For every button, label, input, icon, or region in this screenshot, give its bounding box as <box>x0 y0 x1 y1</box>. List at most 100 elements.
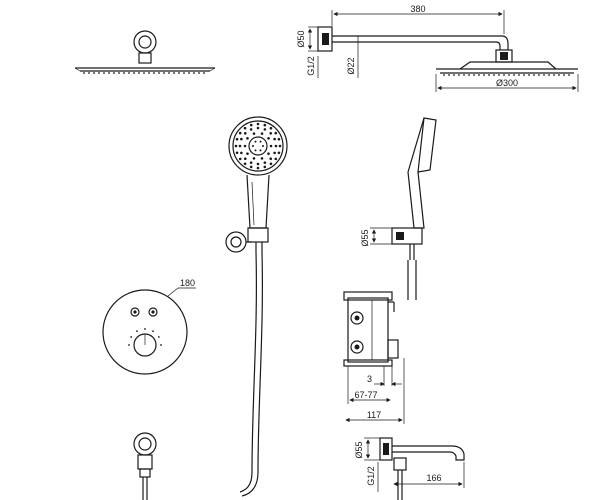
nozzle-dot <box>128 72 130 74</box>
nozzle-dot <box>468 74 470 76</box>
nozzle-dot <box>88 72 90 74</box>
nozzle-dot <box>178 72 180 74</box>
nozzle-dot <box>168 72 170 74</box>
nozzle-dot <box>252 145 254 147</box>
nozzle-dot <box>563 74 565 76</box>
dim-cover-gap: 3 <box>367 374 372 384</box>
nozzle-dot <box>548 74 550 76</box>
nozzle-dot <box>528 74 530 76</box>
nozzle-dot <box>93 72 95 74</box>
concealed-valve-body: 3 67-77 117 <box>343 291 405 424</box>
nozzle-dot <box>148 72 150 74</box>
nozzle-dot <box>243 131 247 135</box>
nozzle-dot <box>249 165 253 169</box>
nozzle-dot <box>269 131 273 135</box>
nozzle-dot <box>158 72 160 74</box>
nozzle-dot <box>256 126 260 130</box>
nozzle-dot <box>269 126 273 130</box>
nozzle-dot <box>478 74 480 76</box>
nozzle-dot <box>138 72 140 74</box>
nozzle-dot <box>234 144 238 148</box>
nozzle-dot <box>238 131 242 135</box>
nozzle-dot <box>274 144 278 148</box>
nozzle-dot <box>193 72 195 74</box>
nozzle-dot <box>263 161 267 164</box>
nozzle-dot <box>238 157 242 161</box>
nozzle-dot <box>243 162 247 166</box>
nozzle-dot <box>143 72 145 74</box>
nozzle-dot <box>198 72 200 74</box>
rain-head-front-view <box>74 30 216 74</box>
nozzle-dot <box>267 152 270 155</box>
nozzle-dot <box>249 123 253 127</box>
nozzle-dot <box>128 344 130 346</box>
nozzle-dot <box>243 126 247 130</box>
dim-spout-length: 166 <box>426 473 441 483</box>
nozzle-dot <box>136 330 138 333</box>
nozzle-dot <box>262 145 264 147</box>
nozzle-dot <box>246 137 249 140</box>
nozzle-dot <box>240 137 243 141</box>
dim-plate-diameter: 180 <box>180 278 195 288</box>
dim-spout-flange-diameter: Ø55 <box>354 441 364 458</box>
nozzle-dot <box>473 74 475 76</box>
nozzle-dot <box>144 328 146 330</box>
nozzle-dot <box>103 72 105 74</box>
nozzle-dot <box>246 152 249 155</box>
dim-arm-length: 380 <box>410 4 425 14</box>
nozzle-dot <box>263 128 267 131</box>
rain-head-side-view: 380 Ø50 G1/2 Ø22 Ø300 <box>296 4 579 92</box>
nozzle-dot <box>254 140 257 143</box>
nozzle-dot <box>558 74 560 76</box>
nozzle-dot <box>183 72 185 74</box>
nozzle-dot <box>273 137 276 141</box>
nozzle-dot <box>123 72 125 74</box>
nozzle-dot <box>98 72 100 74</box>
nozzle-dot <box>269 144 273 148</box>
dim-total-depth: 117 <box>367 410 381 420</box>
nozzle-dot <box>256 122 260 126</box>
nozzle-dot <box>130 336 133 338</box>
nozzle-dot <box>153 72 155 74</box>
nozzle-dot <box>188 72 190 74</box>
nozzle-dot <box>518 74 520 76</box>
nozzle-dot <box>254 149 257 152</box>
nozzle-dot <box>553 74 555 76</box>
nozzle-dot <box>458 74 460 76</box>
nozzle-dot <box>274 131 278 135</box>
nozzle-dot <box>260 132 264 135</box>
dim-holder-diameter: Ø55 <box>360 229 370 246</box>
nozzle-dot <box>448 74 450 76</box>
nozzle-dot <box>118 72 120 74</box>
nozzle-dot <box>277 151 281 155</box>
nozzle-dot <box>273 151 276 155</box>
nozzle-dot <box>274 157 278 161</box>
nozzle-dot <box>152 330 154 333</box>
nozzle-dot <box>538 74 540 76</box>
nozzle-dot <box>252 157 256 160</box>
nozzle-dot <box>533 74 535 76</box>
dim-thread-bottom: G1/2 <box>366 466 376 486</box>
hand-shower-front-view <box>225 116 288 497</box>
nozzle-dot <box>243 144 247 148</box>
nozzle-dot <box>483 74 485 76</box>
nozzle-dot <box>259 149 262 152</box>
nozzle-dot <box>443 74 445 76</box>
nozzle-dot <box>568 74 570 76</box>
nozzle-dot <box>493 74 495 76</box>
bath-spout-side-view: Ø55 G1/2 166 <box>354 437 465 500</box>
nozzle-dot <box>453 74 455 76</box>
nozzle-dot <box>267 137 270 140</box>
nozzle-dot <box>203 72 205 74</box>
nozzle-dot <box>263 123 267 127</box>
nozzle-dot <box>503 74 505 76</box>
nozzle-dot <box>238 144 242 148</box>
nozzle-dot <box>508 74 510 76</box>
nozzle-dot <box>278 144 282 148</box>
nozzle-dot <box>235 151 239 155</box>
nozzle-dot <box>163 72 165 74</box>
nozzle-dot <box>160 344 162 346</box>
nozzle-dot <box>488 74 490 76</box>
nozzle-dot <box>277 137 281 141</box>
